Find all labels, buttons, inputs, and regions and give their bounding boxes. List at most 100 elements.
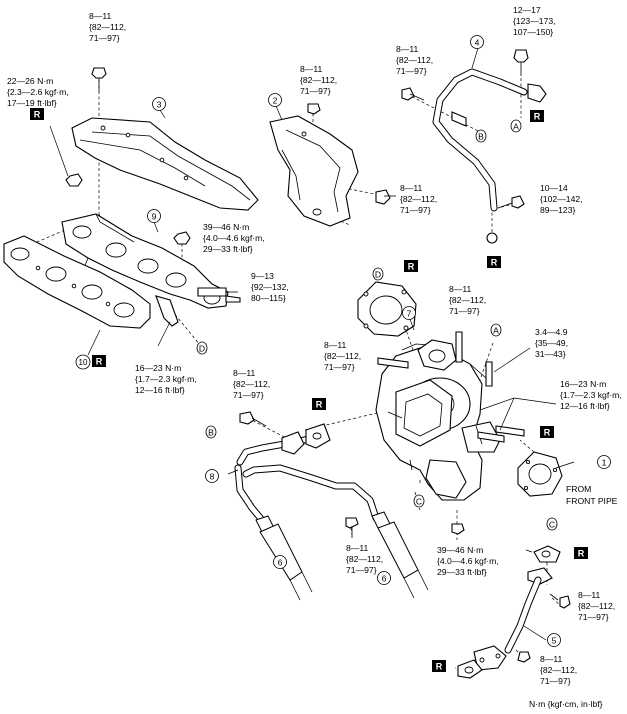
callout-9-label: 9 [152, 212, 157, 222]
replace-mark-gasket-10-label: R [96, 357, 103, 367]
exhaust-manifold-gasket [3, 235, 151, 329]
torque-spec-18-line2: {82—112, [578, 601, 615, 611]
torque-spec-12-line3: 71—97} [324, 362, 355, 372]
replace-mark-gasket-10: R [92, 355, 106, 367]
replace-mark-gasket-d: R [404, 260, 418, 272]
turbo-gasket-d [357, 281, 417, 337]
callout-2: 2 [268, 93, 282, 107]
torque-spec-15-line1: 8—11 [233, 368, 256, 378]
studs-front-pipe [477, 425, 525, 443]
torque-spec-4-line2: {123—173, [513, 16, 556, 26]
torque-spec-8-line2: {4.0—4.6 kgf·m, [203, 233, 265, 243]
callout-10-label: 10 [79, 358, 88, 367]
replace-mark-front-pipe-label: R [544, 428, 551, 438]
callout-3: 3 [152, 97, 166, 111]
torque-spec-4: 12—17 {123—173, 107—150} [513, 5, 556, 37]
callout-7-label: 7 [407, 309, 412, 319]
torque-spec-15-line2: {82—112, [233, 379, 270, 389]
torque-spec-10-line3: 71—97} [449, 306, 480, 316]
bolt-water-pipe [239, 411, 267, 427]
bolt-oil-pipe-lower [497, 195, 525, 209]
letter-B-2-label: B [208, 428, 214, 438]
letter-B-1-label: B [478, 132, 484, 142]
torque-spec-11-line2: {35—49, [535, 338, 568, 348]
torque-spec-10: 8—11 {82—112, 71—97} [449, 284, 486, 316]
letter-C-1: C [413, 494, 425, 508]
water-hoses [255, 511, 429, 601]
bolt-oil-return [549, 593, 571, 609]
callout-10: 10 [75, 354, 91, 370]
callout-6b: 6 [377, 571, 391, 585]
torque-spec-13-line2: {1.7—2.3 kgf·m, [560, 390, 622, 400]
torque-spec-17-line2: {4.0—4.6 kgf·m, [437, 556, 499, 566]
callout-8-label: 8 [210, 472, 215, 482]
bolt-oil-pipe-upper [401, 87, 425, 101]
torque-spec-17-line1: 39—46 N·m [437, 545, 483, 555]
oil-return-pipe [457, 545, 561, 679]
torque-spec-11: 3.4—4.9 {35—49, 31—43} [535, 327, 568, 359]
letter-A-2-label: A [493, 326, 499, 336]
torque-spec-1: 8—11 {82—112, 71—97} [89, 11, 126, 43]
turbocharger [375, 343, 501, 501]
exhaust-manifold [61, 213, 241, 327]
letter-C-2-label: C [549, 520, 555, 530]
torque-spec-9: 9—13 {92—132, 80—115} [251, 271, 289, 303]
torque-spec-17-line3: 29—33 ft·lbf} [437, 567, 487, 577]
units-note: N·m {kgf·cm, in·lbf} [529, 699, 603, 709]
callout-8: 8 [205, 469, 219, 483]
torque-spec-14-line1: 16—23 N·m [135, 363, 181, 373]
torque-spec-10-line2: {82—112, [449, 295, 486, 305]
replace-mark-front-pipe: R [540, 426, 554, 438]
letter-A-1-label: A [513, 122, 519, 132]
torque-spec-16-line2: {82—112, [346, 554, 383, 564]
torque-spec-5-line2: {82—112, [396, 55, 433, 65]
torque-spec-13-line1: 16—23 N·m [560, 379, 606, 389]
replace-mark-manifold-nut-label: R [34, 110, 41, 120]
front-pipe-gasket [517, 451, 563, 497]
heat-insulator-upper [71, 117, 259, 211]
torque-spec-12-line2: {82—112, [324, 351, 361, 361]
torque-spec-4-line3: 107—150} [513, 27, 553, 37]
torque-spec-14: 16—23 N·m {1.7—2.3 kgf·m, 12—16 ft·lbf} [135, 363, 197, 395]
turbo-gasket-7 [417, 339, 457, 371]
callout-1-label: 1 [602, 458, 607, 468]
heat-insulator-turbo [269, 115, 359, 227]
torque-spec-19-line1: 8—11 [540, 654, 563, 664]
leader-lines [49, 47, 575, 641]
replace-mark-water-pipe: R [312, 398, 326, 410]
torque-spec-2-line3: 17—19 ft·lbf} [7, 98, 57, 108]
torque-spec-7-line3: 89—123} [540, 205, 575, 215]
torque-spec-19-line2: {82—112, [540, 665, 577, 675]
torque-spec-15: 8—11 {82—112, 71—97} [233, 368, 270, 400]
torque-spec-2: 22—26 N·m {2.3—2.6 kgf·m, 17—19 ft·lbf} [7, 76, 69, 108]
nut-oil-return [517, 651, 531, 663]
callout-6a: 6 [273, 555, 287, 569]
torque-spec-14-line3: 12—16 ft·lbf} [135, 385, 185, 395]
torque-spec-7-line1: 10—14 [540, 183, 568, 193]
callout-6b-label: 6 [382, 574, 387, 584]
callout-5-label: 5 [552, 636, 557, 646]
nut-insulator-turbo [307, 103, 321, 115]
replace-mark-manifold-nut: R [30, 108, 44, 120]
torque-spec-15-line3: 71—97} [233, 390, 264, 400]
callout-5: 5 [547, 633, 561, 647]
letter-C-1-label: C [416, 497, 422, 507]
torque-spec-16-line1: 8—11 [346, 543, 369, 553]
letter-A-1: A [510, 119, 522, 133]
torque-spec-10-line1: 8—11 [449, 284, 472, 294]
replace-mark-oil-return-bottom: R [432, 660, 446, 672]
callout-4: 4 [470, 35, 484, 49]
torque-spec-2-line2: {2.3—2.6 kgf·m, [7, 87, 69, 97]
callout-7: 7 [402, 306, 416, 320]
torque-spec-3-line3: 71—97} [300, 86, 331, 96]
torque-spec-1-line3: 71—97} [89, 33, 120, 43]
letter-D-2-label: D [199, 344, 205, 354]
torque-spec-13: 16—23 N·m {1.7—2.3 kgf·m, 12—16 ft·lbf} [560, 379, 622, 411]
torque-spec-7: 10—14 {102—142, 89—123} [540, 183, 583, 215]
letter-B-2: B [205, 425, 217, 439]
torque-spec-1-line2: {82—112, [89, 22, 126, 32]
torque-spec-8-line1: 39—46 N·m [203, 222, 249, 232]
letter-D-1: D [372, 267, 384, 281]
torque-spec-3-line2: {82—112, [300, 75, 337, 85]
